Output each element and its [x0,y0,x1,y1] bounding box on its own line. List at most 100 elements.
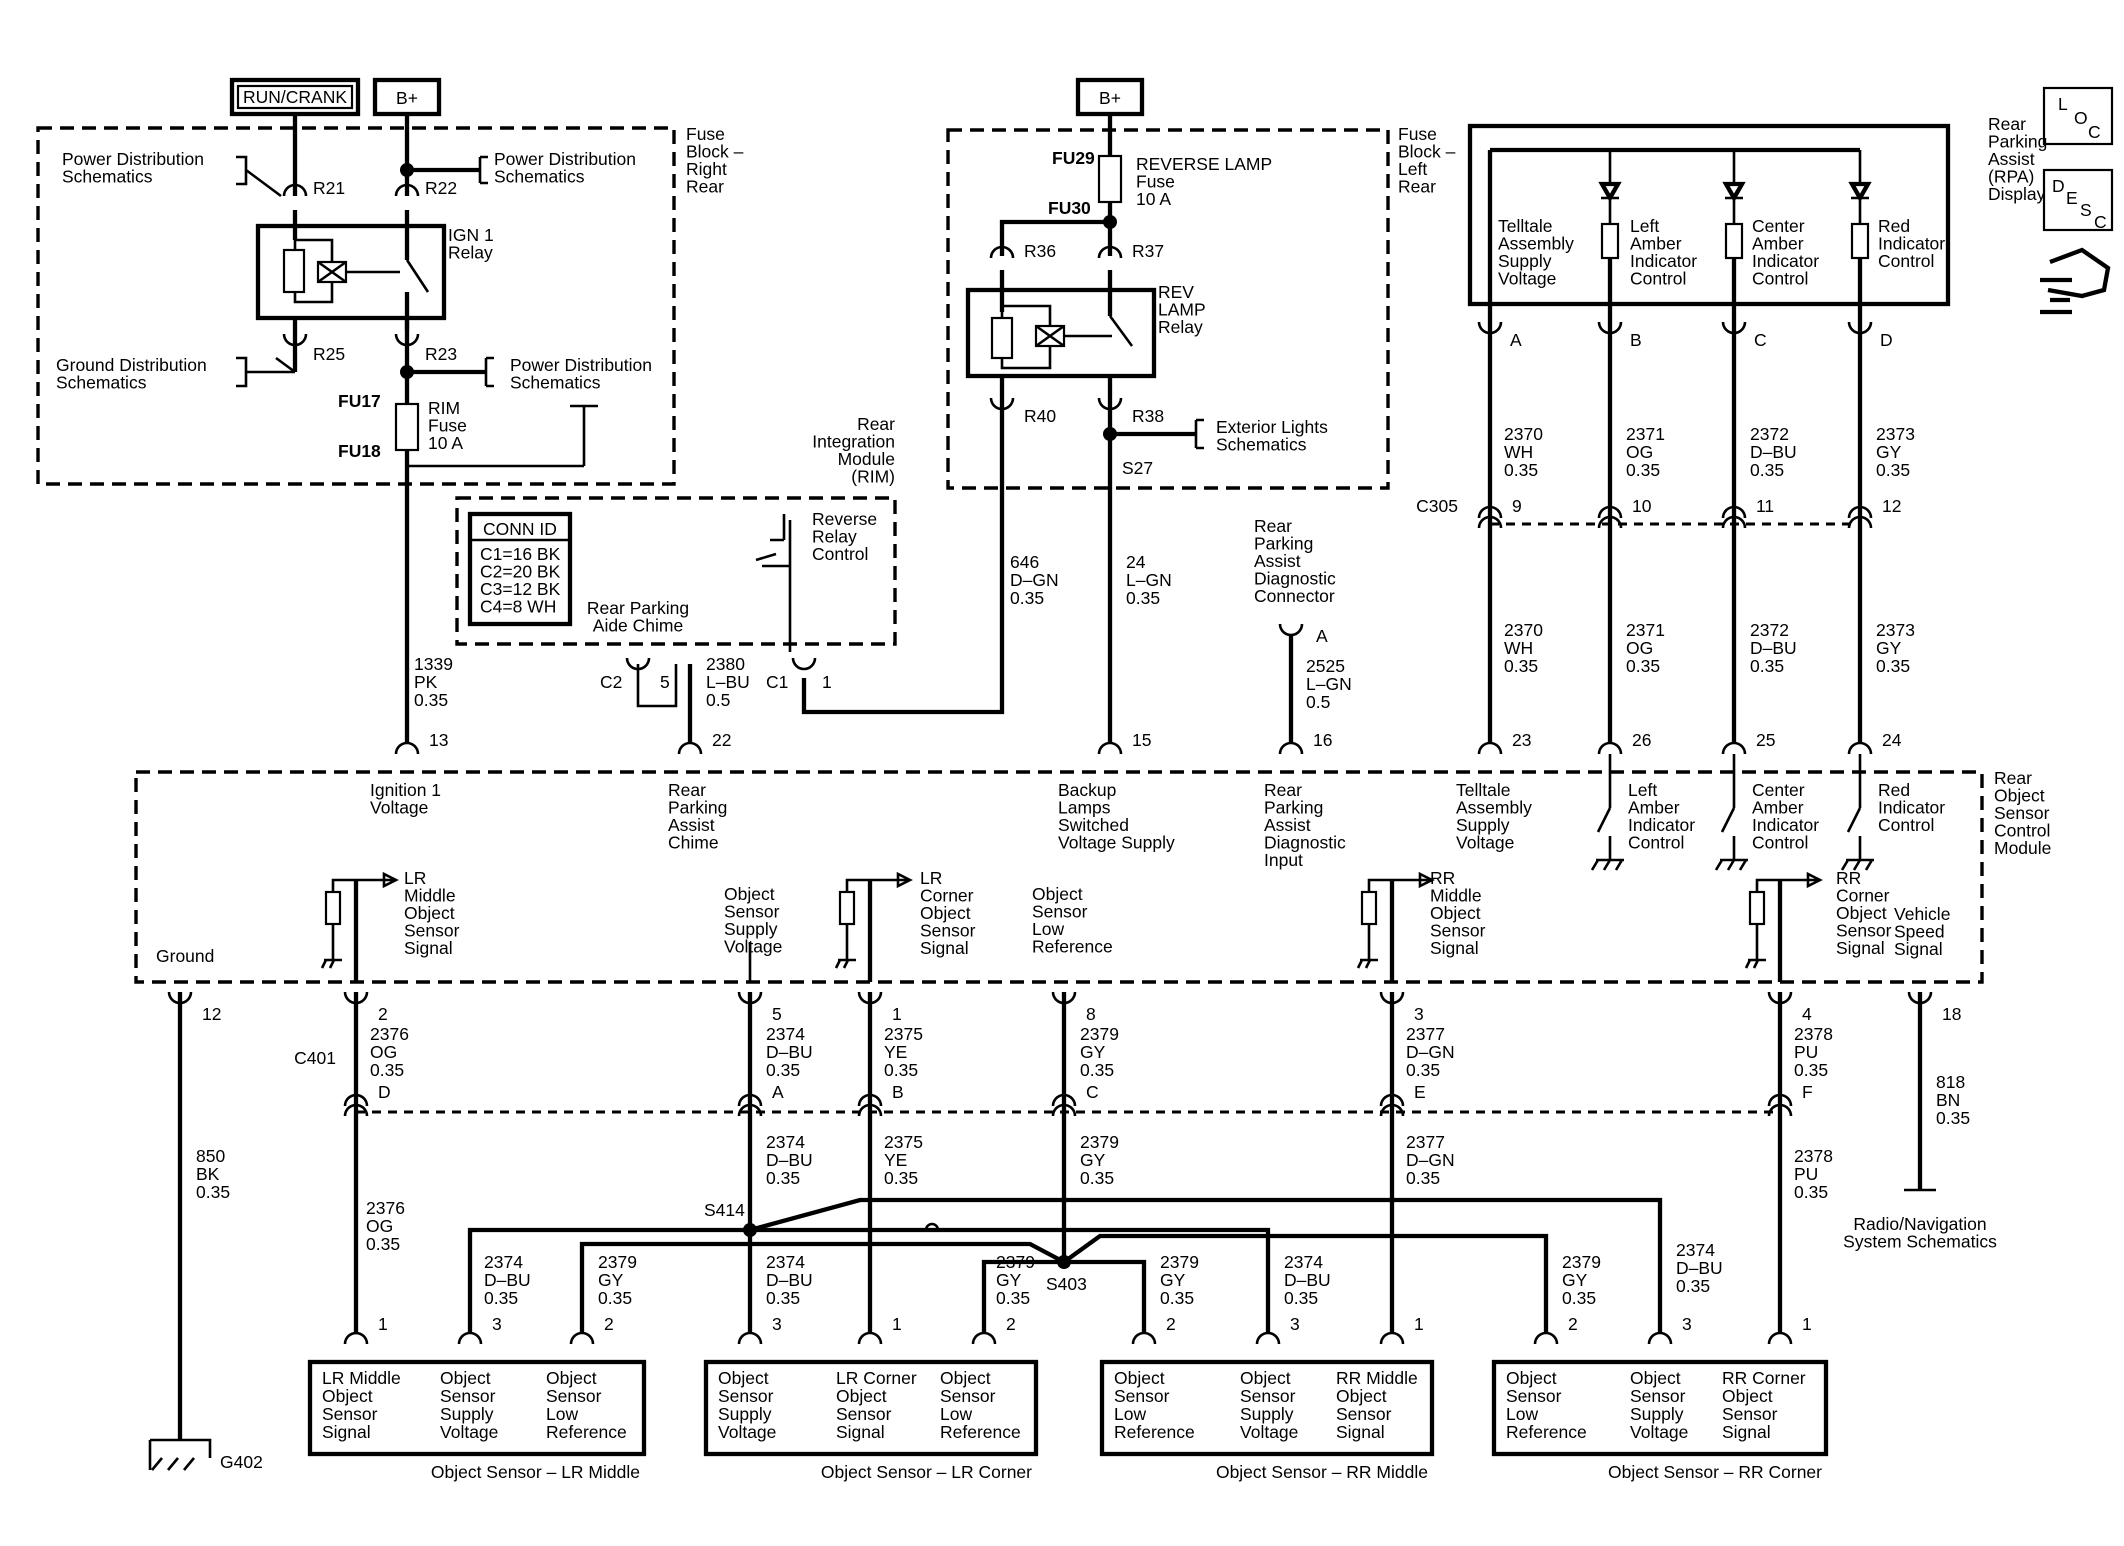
desc-icon-box [2042,168,2114,232]
diagnostic-input-label-line: Diagnostic [1264,833,1346,853]
rr-middle-signal-label-line: Sensor [1430,921,1486,941]
conn-id-list-line: C2=20 BK [480,562,561,582]
rev-lamp-relay-label-line: Relay [1158,317,1203,337]
wire-2378-label-upper-line: 2378 [1794,1024,1833,1044]
bracket [236,155,282,198]
wire [1846,807,1862,833]
object-sensor-caption: Object Sensor – RR Middle [1216,1462,1428,1482]
left-amber-indicator-label-line: Control [1630,269,1686,289]
wire-2375-label-upper-line: 2375 [884,1024,923,1044]
rr-middle-signal-label-line: Middle [1430,886,1482,906]
diagnostic-connector-label-line: Connector [1254,586,1335,606]
module-left-amber-label-line: Amber [1628,798,1680,818]
b-plus-left-label: B+ [396,88,418,108]
diagnostic-connector-terminal [1278,623,1304,637]
c401-label: C401 [294,1048,336,1068]
terminal-c305 [1477,505,1503,519]
pin-label: D [1880,330,1893,350]
diagnostic-connector-label-line: Parking [1254,534,1313,554]
wire-2370-label-lower-line: WH [1504,638,1533,658]
rev-lamp-relay-label-line: REV [1158,282,1194,302]
pin-label: 16 [1313,730,1332,750]
diagnostic-connector-label-line: Diagnostic [1254,569,1336,589]
rr-corner-signal-label-line: Object [1836,903,1887,923]
wire-24-label: 24L–GN0.35 [1126,552,1172,608]
wire-2379-lr-corner [981,1259,1064,1334]
terminal-module-top [1278,741,1304,755]
signal-arrow [1755,871,1823,892]
wire-2375-label-mid-line: YE [884,1150,907,1170]
reverse-lamp-fuse-label-line: REVERSE LAMP [1136,154,1272,174]
sensor-pin-label-line: Object [1240,1368,1291,1388]
wire-2374-rr-middle [750,1227,1271,1334]
wire-2372-label-upper-line: 0.35 [1750,460,1784,480]
rim-title-line: Rear [857,414,895,434]
pin-label: 11 [1756,496,1774,516]
center-amber-indicator-label-line: Indicator [1752,251,1819,271]
pullup-resistor [324,890,342,926]
module-red-indicator-label-line: Red [1878,780,1910,800]
reverse-lamp-fuse-label-line: Fuse [1136,172,1175,192]
module-center-amber-label-line: Center [1752,780,1805,800]
center-amber-indicator-label-line: Control [1752,269,1808,289]
wire-2378-label-lower-line: PU [1794,1164,1818,1184]
chime-loop [636,664,678,708]
wire-2377-label-mid-line: D–GN [1406,1150,1455,1170]
rev-relay-resistor [990,316,1014,360]
sensor-supply-label-line: Supply [724,919,778,939]
pullup-ground [320,924,342,969]
signal-arrow [331,871,399,892]
rr-middle-signal-label-line: RR [1430,868,1455,888]
chime-label-line: Rear [668,780,706,800]
wire [275,356,296,374]
wire-2377-label-mid-line: 0.35 [1406,1168,1440,1188]
run-crank-label: RUN/CRANK [243,87,347,107]
diagnostic-connector-label-line: Rear [1254,516,1292,536]
terminal-c305 [1597,505,1623,519]
left-amber-indicator-label-line: Indicator [1630,251,1697,271]
fuse-label: FU30 [1048,198,1091,218]
fuse-block-right-title-line: Rear [686,177,724,197]
wire-2380-label-line: 0.5 [706,690,730,710]
wire-2379-label-mid-line: GY [1080,1150,1106,1170]
module-telltale-label-line: Voltage [1456,833,1514,853]
wire-2370-label-upper-line: WH [1504,442,1533,462]
chime-label-line: Chime [668,833,719,853]
terminal-r22 [394,183,420,197]
pin-label: 2 [1006,1314,1016,1334]
wire-2375-label-mid-line: 2375 [884,1132,923,1152]
wire-2374-rr-corner [749,1197,1663,1334]
wire-2374-label-lrc-line: 0.35 [766,1288,800,1308]
radio-navigation-label-line: System Schematics [1843,1232,1997,1252]
sensor-pin-label-line: Signal [1336,1422,1385,1442]
telltale-label-line: Assembly [1498,234,1574,254]
pin-label: 1 [892,1314,902,1334]
wire [1720,807,1736,833]
lr-middle-signal-label-line: Object [404,903,455,923]
backup-lamps-label-line: Lamps [1058,798,1111,818]
sensor-pin-label-line: RR Middle [1336,1368,1418,1388]
diagnostic-input-label-line: Parking [1264,798,1323,818]
wire-2372-label-lower-line: 2372 [1750,620,1789,640]
